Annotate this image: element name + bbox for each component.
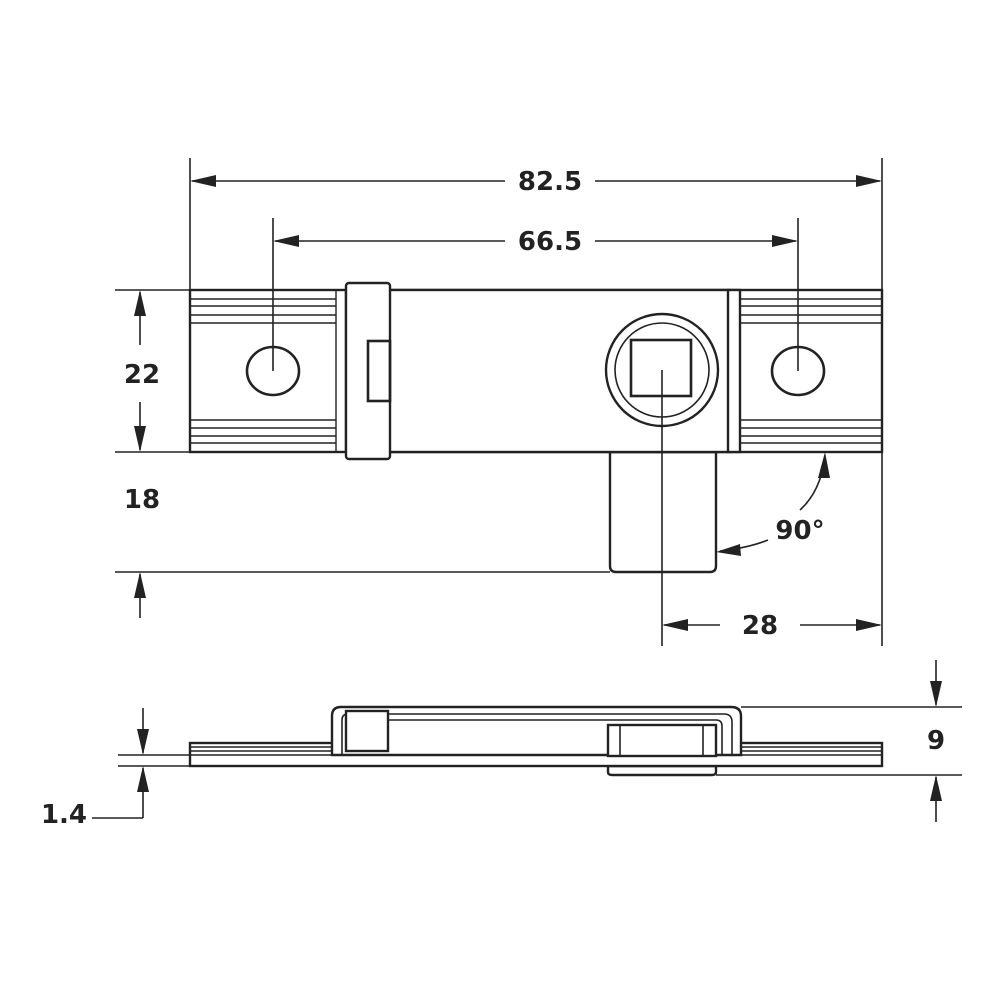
latch-tongue: [608, 450, 718, 574]
slot-window: [366, 339, 392, 403]
left-plate-grooves: [190, 290, 337, 452]
dim-plate-thickness: 1.4: [41, 708, 149, 830]
side-tongue: [606, 764, 718, 777]
dim-overall-length-value: 82.5: [518, 167, 582, 197]
dim-plate-thickness-value: 1.4: [41, 800, 87, 830]
dim-width-value: 22: [124, 360, 160, 390]
side-view: 9 1.4: [41, 660, 962, 830]
dim-hub-to-end-value: 28: [742, 611, 778, 641]
dim-overall-length: 82.5: [190, 167, 882, 197]
dim-height: 9: [927, 660, 945, 822]
dim-hole-spacing: 66.5: [273, 227, 798, 257]
dim-tongue-projection-value: 18: [124, 485, 160, 515]
dim-hole-spacing-value: 66.5: [518, 227, 582, 257]
side-bolt-block: [606, 723, 718, 758]
dim-tongue-projection: 18: [124, 485, 160, 618]
dim-height-value: 9: [927, 726, 945, 756]
dim-angle-value: 90°: [775, 516, 824, 546]
dim-width: 22: [124, 290, 160, 452]
top-view: 82.5 66.5 22 18: [115, 158, 884, 646]
side-slide-block: [344, 709, 390, 753]
dim-hub-to-end: 28: [662, 611, 882, 641]
dim-angle: 90°: [716, 452, 830, 556]
housing-right-edge: [726, 288, 742, 454]
